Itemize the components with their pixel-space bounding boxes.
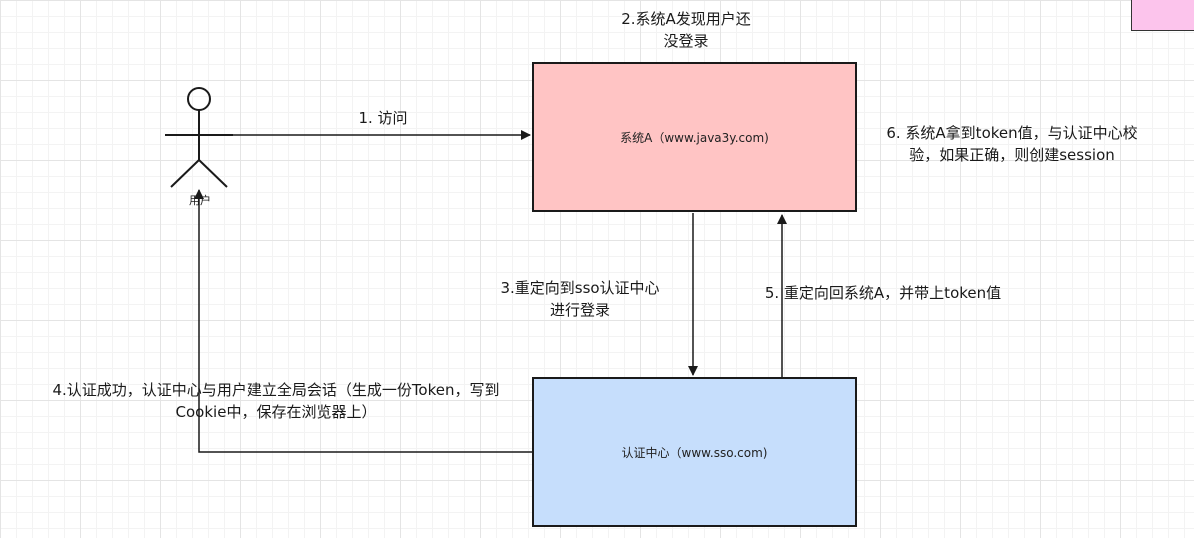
step2-label: 2.系统A发现用户还 没登录	[621, 10, 751, 50]
step4-label: 4.认证成功，认证中心与用户建立全局会话（生成一份Token，写到 Cookie…	[52, 381, 500, 421]
step6-label: 6. 系统A拿到token值，与认证中心校 验，如果正确，则创建session	[886, 124, 1138, 164]
sso-node: 认证中心（www.sso.com)	[532, 377, 857, 527]
system-a-label: 系统A（www.java3y.com)	[620, 130, 769, 145]
arrow-step4-auth-success	[194, 189, 532, 453]
system-a-node: 系统A（www.java3y.com)	[532, 62, 857, 212]
sso-label: 认证中心（www.sso.com)	[621, 445, 768, 460]
step5-label: 5. 重定向回系统A，并带上token值	[764, 284, 1002, 302]
step3-label: 3.重定向到sso认证中心 进行登录	[500, 279, 660, 319]
user-actor-icon	[165, 87, 233, 188]
step1-label: 1. 访问	[358, 109, 408, 127]
actor-label: 用户	[189, 194, 211, 207]
corner-shape	[1131, 0, 1194, 31]
